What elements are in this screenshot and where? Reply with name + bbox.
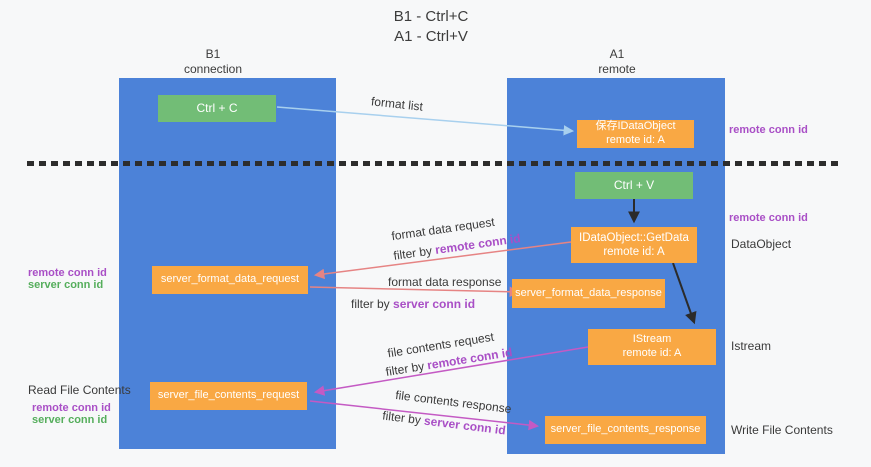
label-write-file-contents: Write File Contents [731, 423, 833, 437]
edge-label-format-data-response: format data response [388, 275, 502, 289]
lane-left-name: B1 [205, 47, 221, 61]
node-idataobject-getdata: IDataObject::GetData remote id: A [571, 227, 697, 263]
node-server-file-contents-request: server_file_contents_request [150, 382, 307, 410]
title-line-1: B1 - Ctrl+C [393, 8, 469, 25]
node-ctrl-v: Ctrl + V [575, 172, 693, 199]
label-left-server-conn-file: server conn id [32, 414, 108, 426]
label-dataobject: DataObject [731, 237, 792, 251]
filter-by-text: filter by [392, 243, 437, 263]
node-server-format-data-response-label: server_format_data_response [515, 286, 662, 299]
filter-by-text: filter by [351, 297, 394, 311]
label-left-remote-conn-format: remote conn id [28, 267, 107, 279]
node-ctrl-c-label: Ctrl + C [196, 101, 238, 115]
label-left-server-conn-format: server conn id [28, 279, 104, 291]
node-istream: IStream remote id: A [588, 329, 716, 365]
node-server-file-contents-request-label: server_file_contents_request [157, 389, 300, 402]
node-ctrl-v-label: Ctrl + V [613, 178, 655, 192]
label-remote-conn-id-mid: remote conn id [729, 212, 808, 224]
node-server-format-data-request-label: server_format_data_request [160, 273, 300, 286]
server-conn-id-text: server conn id [423, 413, 507, 438]
label-read-file-contents: Read File Contents [28, 383, 131, 397]
node-ctrl-c: Ctrl + C [158, 95, 276, 122]
node-server-file-contents-response-label: server_file_contents_response [550, 423, 701, 436]
lane-header-right: A1 remote [547, 47, 687, 77]
node-server-format-data-response: server_format_data_response [512, 279, 665, 308]
filter-by-text: filter by [381, 408, 426, 428]
node-server-format-data-request: server_format_data_request [152, 266, 308, 294]
node-getdata-line2: remote id: A [603, 246, 665, 258]
dashed-separator [27, 161, 838, 166]
lane-header-left: B1 connection [143, 47, 283, 77]
node-server-file-contents-response: server_file_contents_response [545, 416, 706, 444]
node-istream-line2: remote id: A [622, 347, 682, 359]
label-istream: Istream [731, 339, 772, 353]
node-save-idataobject: 保存IDataObject remote id: A [577, 120, 694, 148]
lane-right-subtitle: remote [598, 62, 636, 76]
server-conn-id-text: server conn id [393, 297, 476, 311]
node-istream-line1: IStream [632, 333, 672, 346]
node-getdata-line1: IDataObject::GetData [579, 231, 689, 244]
diagram-title: B1 - Ctrl+C A1 - Ctrl+V [0, 7, 862, 47]
filter-by-text: filter by [384, 358, 429, 379]
edge-label-filter-format-response: filter by server conn id [351, 297, 475, 311]
edge-label-format-list: format list [370, 94, 424, 114]
label-left-remote-conn-file: remote conn id [32, 402, 111, 414]
title-line-2: A1 - Ctrl+V [394, 28, 468, 45]
label-remote-conn-id-top: remote conn id [729, 124, 808, 136]
node-save-idataobject-line2: remote id: A [606, 134, 665, 146]
lane-right-name: A1 [609, 47, 625, 61]
lane-left-subtitle: connection [183, 62, 243, 76]
node-save-idataobject-line1: 保存IDataObject [595, 120, 676, 133]
